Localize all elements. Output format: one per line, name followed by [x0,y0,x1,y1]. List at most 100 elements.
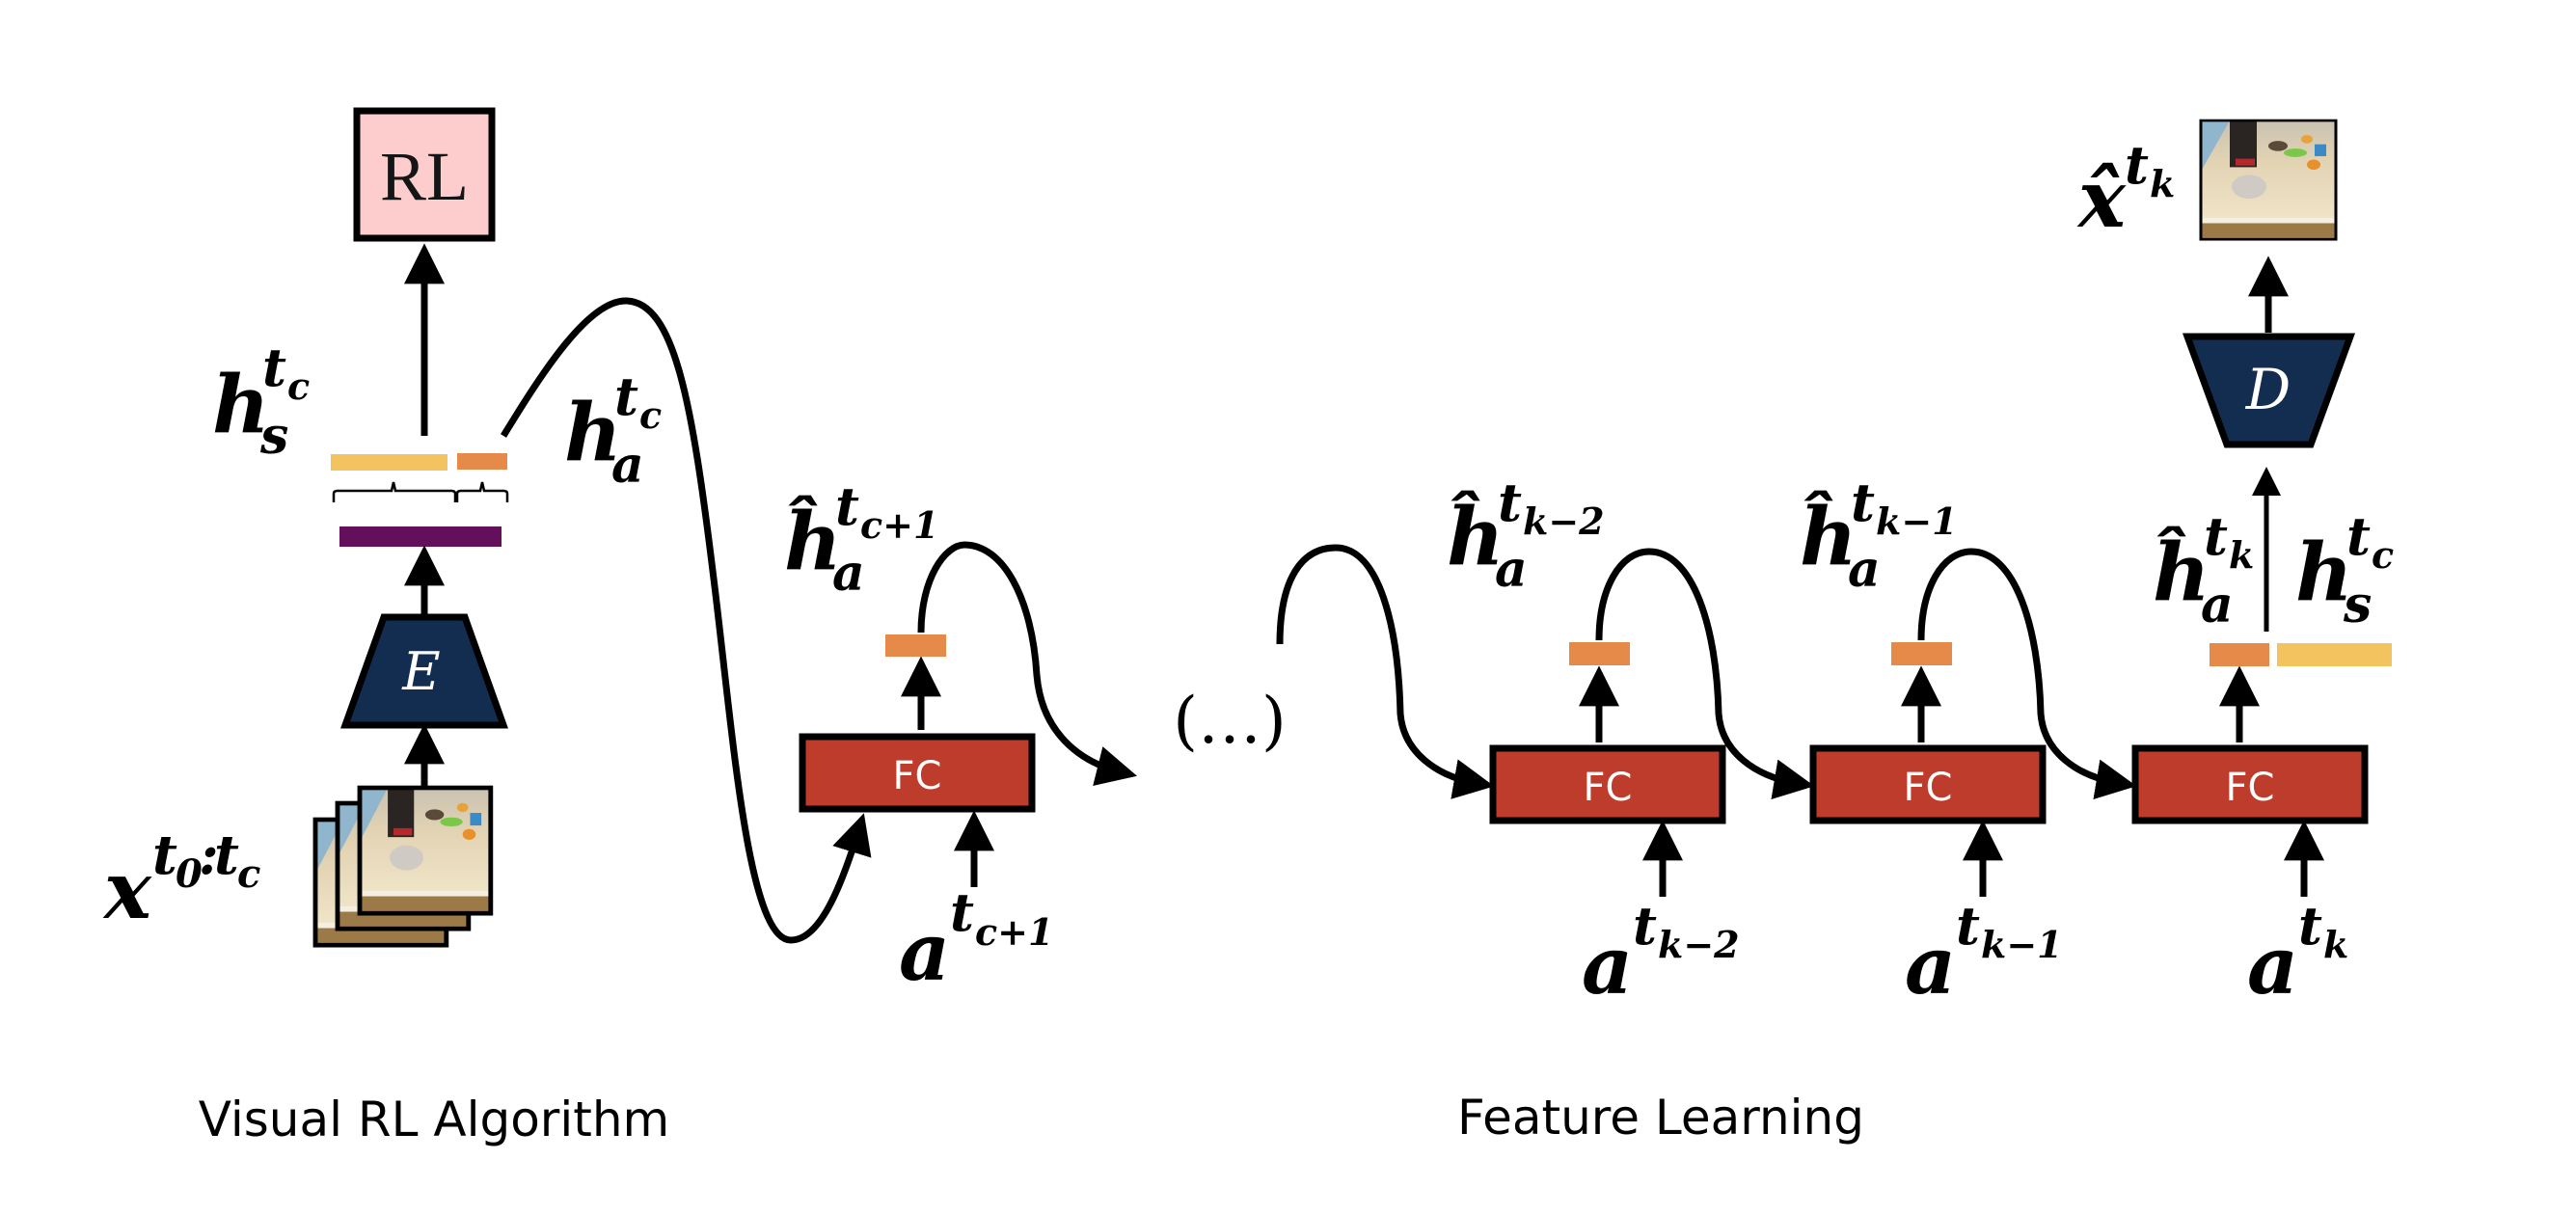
svg-text:a: a [1848,540,1881,599]
svg-text:t: t [152,823,177,887]
fc-block-4: FC [2131,744,2369,824]
label-input-x: x t 0 : t c [102,823,260,937]
svg-text:k: k [2229,533,2254,577]
svg-text:s: s [2343,576,2372,634]
label-h-hat-k: ĥ a t k [2153,505,2254,634]
svg-text:a: a [2201,576,2234,634]
encoded-feature-bar [339,526,502,547]
svg-text:ĥ: ĥ [1447,490,1505,583]
reconstructed-frame [2199,119,2338,241]
action-feature-bar-2 [1569,642,1630,665]
fc-block-3: FC [1809,744,2047,824]
fc-box [799,733,1036,813]
svg-text:c: c [639,393,662,437]
rl-box [353,107,496,242]
label-h-s-left: h s t c [212,337,310,466]
svg-text:k−2: k−2 [1523,499,1605,543]
label-h-s-right: h s t c [2295,505,2394,634]
svg-text:x: x [102,845,152,937]
label-h-hat-k2: ĥ a t k−2 [1447,472,1605,599]
svg-text:k−1: k−1 [1876,499,1958,543]
fc-label: FC [1904,766,1953,810]
svg-text:a: a [1495,540,1528,599]
svg-text:t: t [262,337,286,398]
svg-text:a: a [1582,920,1633,1012]
label-x-hat: x̂ t k [2076,134,2175,246]
fc-label: FC [2226,766,2275,810]
svg-text:c: c [287,364,310,408]
svg-text:ĥ: ĥ [784,495,842,588]
fc-box [1809,744,2047,824]
svg-text:k−1: k−1 [1981,923,2063,966]
decoder-label: D [2245,357,2291,422]
svg-text:a: a [832,544,865,603]
label-a-c1: a t c+1 [899,881,1053,999]
fc-box [1489,744,1726,824]
svg-text:s: s [259,407,288,466]
decoder-block: D [2182,333,2356,448]
svg-text:t: t [1633,895,1657,957]
svg-text:k−2: k−2 [1658,923,1740,966]
svg-text:t: t [1956,895,1980,957]
label-h-a: h a t c [564,365,662,495]
ellipsis: (…) [1173,684,1287,758]
svg-text:a: a [611,436,644,495]
svg-text:k: k [2323,923,2348,966]
fc-box [2131,744,2369,824]
section-title-feature-learning: Feature Learning [1457,1090,1864,1146]
fc-label: FC [893,754,942,798]
fc-label: FC [1584,766,1633,810]
curve-fc2-to-fc3 [1595,548,1815,800]
svg-text:c: c [237,851,260,897]
label-a-k1: a t k−1 [1905,895,2063,1012]
svg-text:a: a [899,906,950,999]
svg-text:k: k [2150,162,2175,205]
curve-fc1-out [917,541,1138,786]
svg-text:ĥ: ĥ [2153,526,2210,619]
svg-text:x̂: x̂ [2076,153,2127,246]
curve-h-a-to-fc1 [501,297,872,944]
label-h-hat-c1: ĥ a t c+1 [784,475,938,603]
svg-text:t: t [214,823,239,887]
svg-text:c+1: c+1 [975,910,1053,954]
label-a-k2: a t k−2 [1582,895,1740,1012]
svg-text:h: h [212,359,270,451]
rl-block: RL [353,107,496,242]
curve-into-fc2 [1276,544,1495,799]
fc-block-2: FC [1489,744,1726,824]
encoder-block: E [340,613,508,729]
state-brace [332,481,457,502]
label-h-hat-k1: ĥ a t k−1 [1800,472,1958,599]
svg-text:0: 0 [176,851,203,897]
action-feature-bar-3 [1891,642,1952,665]
svg-text:c: c [2372,533,2394,577]
svg-text:t: t [614,365,638,427]
svg-text:c+1: c+1 [860,503,938,547]
action-brace [455,481,509,502]
svg-text:t: t [1851,472,1875,533]
input-frame-1 [357,785,494,916]
svg-text:t: t [2346,505,2371,567]
svg-text:t: t [2204,505,2228,567]
state-feature-bar-right [2277,643,2392,666]
decoder-trapezoid [2182,333,2356,448]
encoder-trapezoid [340,613,508,729]
svg-text:t: t [835,475,859,537]
svg-text:h: h [564,387,622,479]
section-title-visual-rl: Visual RL Algorithm [199,1092,670,1147]
input-frames-stack [312,785,494,948]
svg-text:ĥ: ĥ [1800,490,1857,583]
svg-text:a: a [1905,920,1956,1012]
svg-text:t: t [950,881,974,943]
svg-text:h: h [2295,526,2353,619]
action-feature-bar [457,453,507,470]
action-feature-bar-4 [2210,643,2269,666]
svg-text:a: a [2247,920,2298,1012]
fc-block-1: FC [799,733,1036,813]
state-feature-bar [331,454,447,471]
rl-label: RL [380,138,469,215]
svg-text:t: t [2298,895,2322,957]
svg-text:t: t [2125,134,2149,196]
curve-fc3-to-fc4 [1917,548,2137,800]
